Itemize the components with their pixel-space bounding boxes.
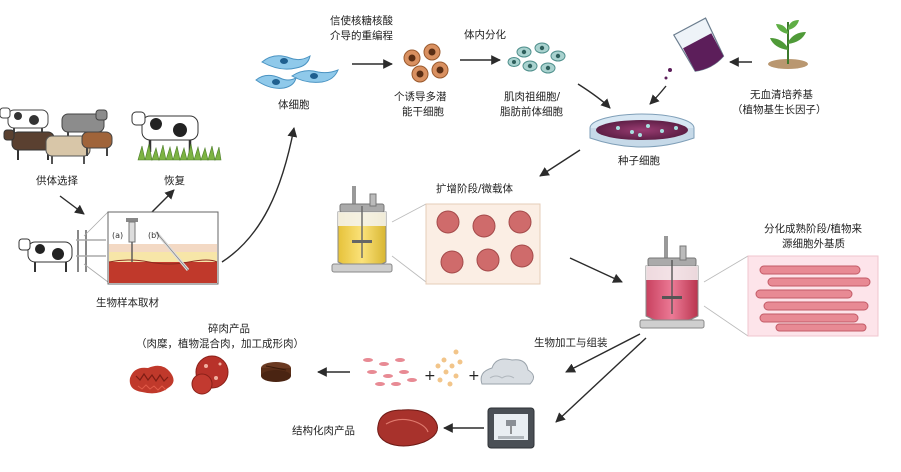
bioreactor-icon (331, 186, 393, 273)
scaffold-icon (480, 358, 534, 385)
label-seed-cells: 种子细胞 (618, 155, 660, 167)
label-ipsc-line2: 能干细胞 (402, 106, 444, 118)
label-recovery: 恢复 (164, 175, 185, 187)
plus-sign-1: + (424, 368, 436, 384)
label-mrna-line2: 介导的重编程 (330, 30, 393, 42)
label-differentiation-line2: 源细胞外基质 (782, 238, 845, 250)
plant-protein-icon (435, 349, 463, 387)
label-somatic-cells: 体细胞 (278, 99, 310, 111)
somatic-cell-icon (255, 54, 339, 89)
label-differentiation-line1: 分化成熟阶段/植物来 (764, 223, 863, 235)
medium-beaker-icon (664, 17, 725, 80)
plus-sign-2: + (468, 368, 480, 384)
arrow-donor-to-biopsy (59, 195, 85, 215)
label-ipsc-line1: 个诱导多潜 (394, 91, 447, 103)
label-in-vivo-differentiation: 体内分化 (464, 29, 506, 41)
cow-icon (18, 230, 106, 272)
arrow-progenitor-to-dish (577, 83, 611, 109)
label-progenitor-line1: 肌肉祖细胞/ (504, 91, 561, 103)
bioreactor-icon (639, 236, 705, 329)
label-structured-product: 结构化肉产品 (292, 425, 355, 437)
arrow-beaker-to-dish (649, 85, 667, 105)
arrow-dish-to-expansion (539, 149, 581, 177)
arrow-biopsy-to-somatic (221, 127, 298, 263)
label-minced-line2: （肉糜，植物混合肉，加工成形肉） (136, 338, 304, 350)
biopsy-label-a: (a) (112, 231, 123, 240)
label-progenitor-line2: 脂肪前体细胞 (500, 106, 563, 118)
label-minced-line1: 碎肉产品 (208, 323, 250, 335)
arrow-to-3d-printer (555, 337, 647, 423)
burger-patty-icon (261, 362, 291, 382)
biopsy-needle-icon: (a) (b) (83, 211, 219, 285)
culture-dish-icon (589, 113, 695, 148)
minced-meat-icon (129, 365, 174, 394)
3d-printer-icon (487, 407, 535, 449)
fat-cells-icon (363, 358, 417, 386)
microcarrier-icon (391, 203, 541, 285)
label-serum-free-line2: （植物基生长因子） (732, 104, 827, 116)
biopsy-label-b: (b) (148, 231, 159, 240)
label-donor-selection: 供体选择 (36, 175, 78, 187)
steak-icon (377, 409, 438, 447)
arrow-expansion-to-differentiation (569, 257, 623, 283)
label-biopsy: 生物样本取材 (96, 297, 159, 309)
arrow-to-bioprocessing (565, 333, 641, 373)
meat-patty-icon (191, 355, 229, 395)
progenitor-cell-icon (507, 42, 566, 74)
label-mrna-line1: 信使核糖核酸 (330, 15, 393, 27)
cow-recovering-icon (131, 111, 222, 162)
label-serum-free-line1: 无血清培养基 (750, 89, 813, 101)
label-expansion: 扩增阶段/微载体 (436, 183, 514, 195)
arrow-biopsy-to-recovery (149, 189, 175, 215)
muscle-fiber-icon (703, 255, 879, 337)
ipsc-icon (403, 43, 449, 83)
plant-sprout-icon (768, 20, 808, 69)
label-bioprocessing: 生物加工与组装 (534, 337, 608, 349)
cow-herd-icon (0, 107, 113, 164)
